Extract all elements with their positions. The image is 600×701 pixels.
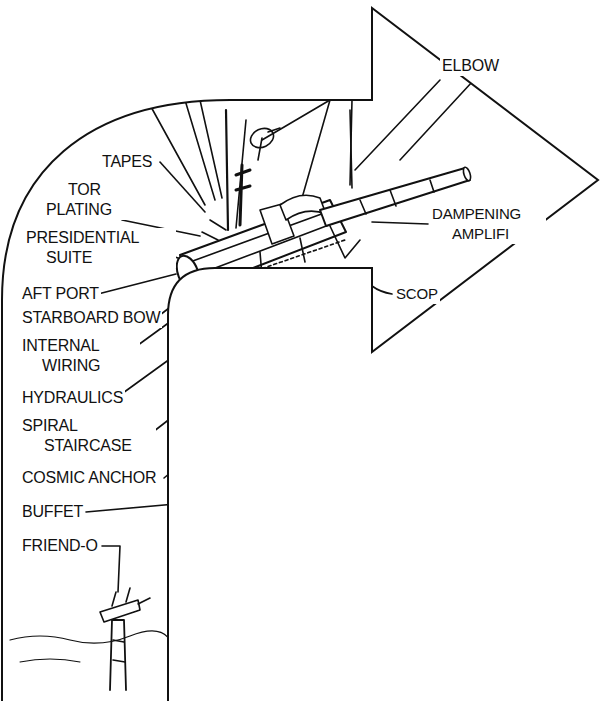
dish-stand xyxy=(258,128,280,160)
leader-line xyxy=(400,30,520,160)
friend-o-body xyxy=(100,600,140,622)
part-label: STARBOARD BOW xyxy=(20,308,162,328)
part-label: TAPES xyxy=(100,152,154,172)
leader-line xyxy=(150,105,205,205)
leader-line xyxy=(164,440,210,478)
label-slot: TOR PLATING xyxy=(44,180,130,220)
part-label: COSMIC ANCHOR xyxy=(20,468,158,488)
barrel-ring xyxy=(360,180,434,214)
part-label: BUFFET xyxy=(20,502,85,522)
leader-line xyxy=(200,100,222,198)
leader-line xyxy=(355,80,440,170)
friend-o-antenna xyxy=(112,588,150,606)
label-slot: COSMIC ANCHOR xyxy=(20,468,158,488)
arrow-frame xyxy=(2,8,598,701)
tower xyxy=(110,620,126,690)
antenna xyxy=(350,110,352,188)
underside xyxy=(200,240,345,290)
part-label: SPIRAL STAIRCASE xyxy=(20,416,156,456)
leader-line xyxy=(372,222,428,224)
leader-line xyxy=(300,100,330,205)
part-label: SCOP xyxy=(394,284,440,304)
part-label: HYDRAULICS xyxy=(20,388,125,408)
band xyxy=(280,195,326,220)
struts xyxy=(220,226,360,300)
leader-line xyxy=(160,162,205,212)
ground xyxy=(10,631,170,662)
label-slot: ELBOW xyxy=(440,56,501,76)
leader-line xyxy=(372,286,392,294)
label-slot: AFT PORT xyxy=(20,284,101,304)
label-slot: DAMPENING AMPLIFI xyxy=(430,204,546,244)
part-label: DAMPENING AMPLIFI xyxy=(430,204,546,244)
label-slot: BUFFET xyxy=(20,502,85,522)
label-slot: STARBOARD BOW xyxy=(20,308,162,328)
part-label: PRESIDENTIAL SUITE xyxy=(24,228,176,268)
part-label: TOR PLATING xyxy=(44,180,130,220)
label-slot: HYDRAULICS xyxy=(20,388,125,408)
label-slot: INTERNAL WIRING xyxy=(20,336,140,376)
tower-detail xyxy=(113,640,125,662)
part-label: INTERNAL WIRING xyxy=(20,336,140,376)
wiring xyxy=(202,220,226,240)
part-label: AFT PORT xyxy=(20,284,101,304)
leader-line xyxy=(86,500,220,512)
leader-line xyxy=(102,546,120,592)
leader-line xyxy=(98,274,176,294)
part-label: FRIEND-O xyxy=(20,536,100,556)
part-label: ELBOW xyxy=(440,56,501,76)
antenna-mast xyxy=(236,165,250,225)
label-slot: TAPES xyxy=(100,152,154,172)
label-slot: SPIRAL STAIRCASE xyxy=(20,416,156,456)
antenna xyxy=(226,110,228,230)
muzzle xyxy=(462,166,472,181)
label-slot: SCOP xyxy=(394,284,440,304)
label-slot: PRESIDENTIAL SUITE xyxy=(24,228,176,268)
label-slot: FRIEND-O xyxy=(20,536,100,556)
